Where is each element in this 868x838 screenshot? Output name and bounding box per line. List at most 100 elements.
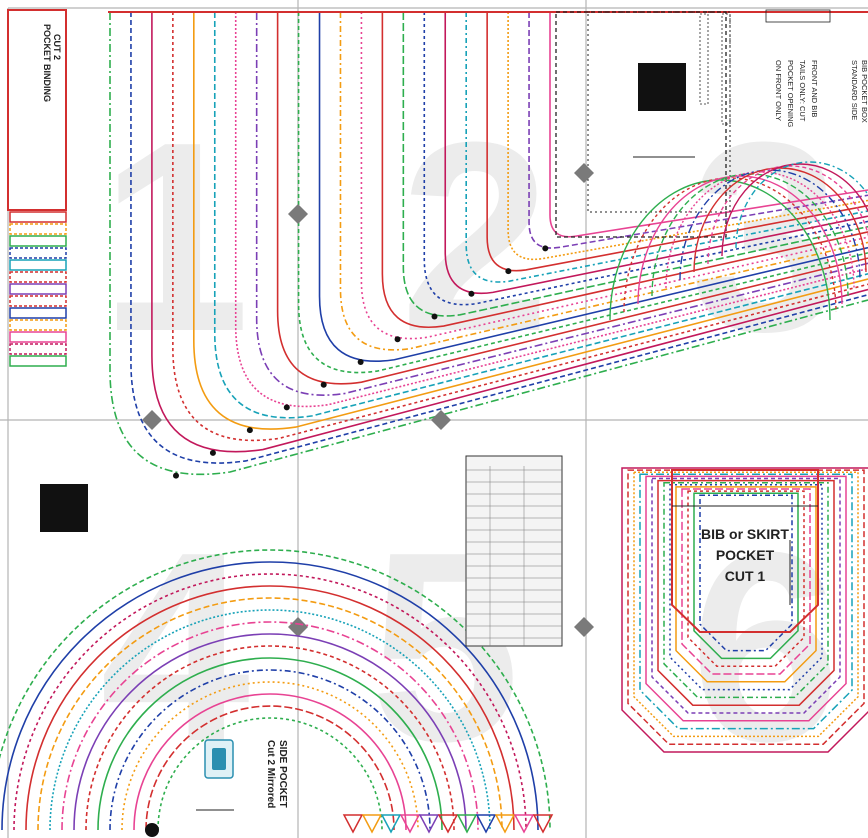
size-notch — [513, 814, 535, 834]
size-marker-dot — [283, 404, 290, 411]
pocket-outline — [693, 492, 799, 660]
binding-size-band — [9, 247, 67, 259]
side-pocket-ring — [157, 717, 383, 831]
size-notches — [342, 814, 554, 834]
bib-outline — [213, 12, 868, 419]
binding-size-band — [9, 295, 67, 307]
pocket-outline — [669, 484, 823, 691]
binding-size-band — [9, 283, 67, 295]
side-pocket-ring — [97, 657, 443, 831]
pocket-outline — [645, 475, 847, 722]
pocket-binding-cut: CUT 2 — [52, 34, 62, 60]
size-notch — [418, 814, 440, 834]
binding-size-band — [9, 271, 67, 283]
note-5: POCKET OPENING — [786, 60, 795, 128]
pocket-outline — [681, 488, 811, 675]
top-right-notes: BIB POCKET BOX STANDARD SIDE FRONT AND B… — [699, 9, 868, 128]
note-2: STANDARD SIDE — [850, 60, 859, 120]
side-pocket-cut: Cut 2 Mirrored — [265, 740, 276, 808]
bib-outline — [151, 12, 868, 453]
bib-outline — [297, 12, 868, 374]
strap-arch — [665, 171, 855, 289]
side-pocket-ring — [133, 693, 407, 831]
bib-outline — [423, 12, 868, 306]
size-notch — [342, 814, 364, 834]
size-notch — [456, 814, 478, 834]
pocket-inner-outline — [671, 469, 819, 633]
side-pocket-marker — [145, 823, 159, 837]
bib-pocket-label-line3: CUT 1 — [725, 568, 766, 584]
binding-size-band — [9, 343, 67, 355]
bib-outline — [486, 12, 868, 272]
note-6: ON FRONT ONLY — [774, 60, 783, 121]
bib-outline — [507, 12, 868, 261]
pocket-outline — [663, 481, 829, 699]
brand-logo-badge — [204, 739, 234, 779]
side-pocket-ring — [49, 609, 491, 831]
pocket-binding-title: POCKET BINDING — [42, 24, 52, 102]
pocket-outline — [651, 477, 841, 714]
note-4: TAILS ONLY: CUT — [798, 60, 807, 122]
binding-size-band — [9, 235, 67, 247]
size-marker-dot — [542, 245, 549, 252]
bib-outline — [339, 12, 868, 351]
pocket-binding-label: POCKET BINDING CUT 2 — [42, 24, 62, 102]
side-pocket-ring — [25, 585, 515, 831]
note-3: FRONT AND BIB — [810, 60, 819, 117]
pocket-outline — [675, 486, 817, 683]
binding-size-band — [9, 259, 67, 271]
side-pocket-ring — [109, 669, 431, 831]
size-notch — [399, 814, 421, 834]
size-notch — [532, 814, 554, 834]
side-pocket-ring — [73, 633, 467, 831]
binding-size-band — [9, 355, 67, 367]
size-notch — [494, 814, 516, 834]
size-notch — [475, 814, 497, 834]
strap-arch — [707, 165, 868, 265]
bib-outline — [130, 12, 868, 464]
bib-pocket-octagons — [621, 467, 868, 753]
side-pocket-ring — [0, 549, 551, 831]
binding-size-band — [9, 223, 67, 235]
size-marker-dot — [209, 449, 216, 456]
side-pocket-ring — [145, 705, 395, 831]
bib-skirt-size-lines — [108, 11, 868, 476]
bib-outline — [360, 12, 868, 340]
bib-outline — [109, 12, 868, 476]
note-1: BIB POCKET BOX — [860, 60, 868, 123]
pocket-outline — [627, 469, 865, 745]
side-pocket-ring — [13, 573, 527, 831]
size-marker-dot — [357, 358, 364, 365]
size-marker-dot — [173, 472, 179, 479]
binding-size-band — [9, 211, 67, 223]
pocket-binding-strip — [7, 9, 67, 367]
strap-arch — [623, 177, 837, 313]
bib-outline — [193, 12, 868, 430]
bib-pocket-label-line1: BIB or SKIRT — [701, 526, 789, 542]
size-marker-dot — [394, 336, 401, 343]
size-marker-dot — [505, 268, 512, 275]
page-number-1: 1 — [100, 87, 250, 388]
bib-pocket-label-line2: POCKET — [716, 547, 775, 563]
side-pocket-ring — [1, 561, 539, 831]
page-number-6: 6 — [690, 497, 840, 798]
strap-arch — [637, 175, 843, 305]
strap-arch — [609, 179, 831, 321]
bib-outline — [444, 12, 868, 295]
bib-pocket-label: BIB or SKIRT POCKET CUT 1 — [701, 526, 789, 584]
pocket-outline — [639, 473, 853, 730]
strap-arch — [679, 169, 861, 281]
bib-outline — [528, 12, 868, 249]
placement-square-top — [638, 63, 686, 111]
bib-outline — [381, 12, 868, 328]
size-marker-dot — [431, 313, 438, 320]
bib-skirt-size-markers — [173, 245, 549, 479]
size-notch — [437, 814, 459, 834]
binding-size-band — [9, 307, 67, 319]
pocket-outline — [699, 494, 793, 652]
bib-outline — [255, 12, 868, 396]
side-pocket-ring — [61, 621, 479, 831]
pocket-outline — [657, 479, 835, 706]
binding-size-band — [9, 331, 67, 343]
